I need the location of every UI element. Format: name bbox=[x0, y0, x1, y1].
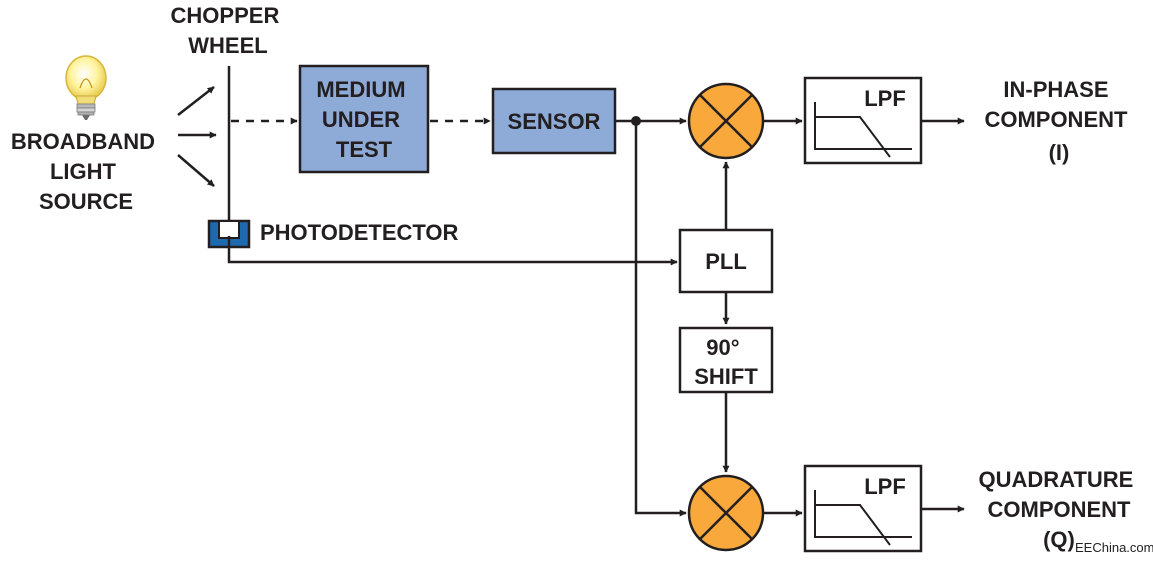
phase-shift-block bbox=[678, 326, 774, 394]
lowpass-response-icon bbox=[815, 504, 891, 546]
reference-wire bbox=[227, 236, 678, 266]
output-q-index-label: (Q) bbox=[1043, 527, 1075, 552]
mixer-q bbox=[687, 474, 765, 552]
sensor-label: SENSOR bbox=[508, 109, 601, 134]
lpf-i-label: LPF bbox=[864, 86, 906, 111]
pll-block bbox=[678, 228, 774, 294]
sensor-block bbox=[491, 87, 617, 155]
phase-shift-label: 90° SHIFT bbox=[694, 335, 758, 389]
pll-label: PLL bbox=[705, 249, 747, 274]
chopper-wheel-label: CHOPPER WHEEL bbox=[171, 3, 286, 58]
light-rays bbox=[177, 86, 217, 187]
output-q-label: QUADRATURE COMPONENT bbox=[979, 467, 1140, 522]
light-source-label: BROADBAND LIGHT SOURCE bbox=[11, 129, 161, 214]
medium-under-test-label: MEDIUM UNDER TEST bbox=[316, 77, 411, 162]
watermark: EEChina.com bbox=[1075, 540, 1153, 555]
lightbulb-icon bbox=[65, 55, 107, 120]
mixer-i bbox=[687, 82, 765, 160]
output-i-label: IN-PHASE COMPONENT (I) bbox=[984, 77, 1133, 165]
medium-under-test-block bbox=[298, 64, 430, 174]
lpf-q-label: LPF bbox=[864, 474, 906, 499]
lowpass-response-icon bbox=[815, 116, 891, 158]
sensor-to-q-mixer-wire bbox=[634, 121, 687, 517]
photodetector-label: PHOTODETECTOR bbox=[260, 220, 459, 245]
